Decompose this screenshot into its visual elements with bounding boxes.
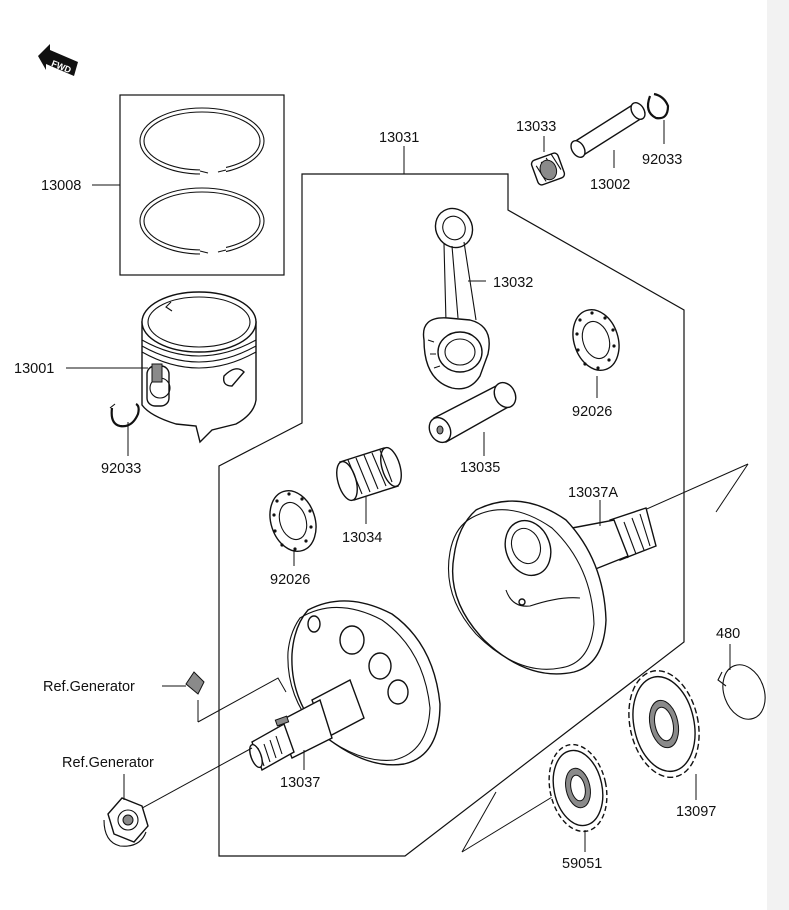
label-13008: 13008: [41, 178, 81, 194]
leader-lines: [66, 120, 731, 852]
label-92026-right: 92026: [572, 404, 612, 420]
exploded-view: FWD: [14, 44, 766, 872]
piston: [141, 291, 257, 444]
label-13002: 13002: [590, 177, 630, 193]
label-92033-left: 92033: [101, 461, 141, 477]
label-92026-left: 92026: [270, 572, 310, 588]
label-13037A: 13037A: [568, 485, 618, 501]
label-13033: 13033: [516, 119, 556, 135]
side-panel: [767, 0, 789, 910]
needle-bearing-small: [530, 152, 566, 186]
crank-half-right: [447, 463, 749, 675]
piston-ring-upper: [139, 107, 265, 176]
piston-pin: [570, 102, 646, 158]
flange-nut: [103, 797, 149, 847]
part-labels: 13008 13001 92033 13031 13033 13002 9203…: [14, 119, 740, 872]
circlip-480: [717, 664, 766, 720]
label-480: 480: [716, 626, 740, 642]
label-59051: 59051: [562, 856, 602, 872]
crankshaft-assembly-frame: [218, 173, 685, 857]
circlip-right: [646, 92, 670, 120]
piston-rings-group: [119, 94, 285, 276]
thrust-washer-left: [269, 490, 317, 552]
label-13035: 13035: [460, 460, 500, 476]
label-13001: 13001: [14, 361, 54, 377]
circlip-left: [109, 403, 140, 428]
crank-half-left: [123, 600, 441, 819]
woodruff-key: [185, 671, 205, 695]
thrust-washer-right: [572, 309, 620, 371]
label-ref-generator-nut: Ref.Generator: [62, 755, 154, 771]
label-92033-right: 92033: [642, 152, 682, 168]
connecting-rod: [422, 207, 490, 390]
label-13034: 13034: [342, 530, 382, 546]
piston-ring-lower: [139, 187, 265, 256]
label-13032: 13032: [493, 275, 533, 291]
needle-bearing-large: [336, 446, 402, 502]
label-13037: 13037: [280, 775, 320, 791]
crank-pin: [428, 381, 517, 444]
label-13097: 13097: [676, 804, 716, 820]
fwd-arrow-icon: FWD: [38, 44, 78, 76]
label-13031: 13031: [379, 130, 419, 146]
label-ref-generator-key: Ref.Generator: [43, 679, 135, 695]
gear-59051: [461, 743, 608, 853]
gear-13097: [628, 670, 700, 778]
